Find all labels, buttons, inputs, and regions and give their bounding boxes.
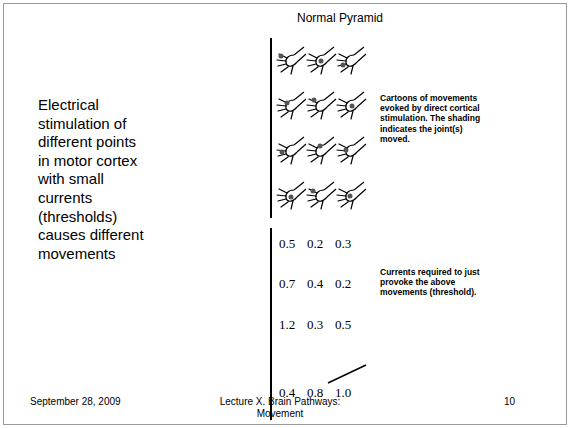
threshold-value: 0.3 (335, 236, 351, 251)
threshold-value: 0.2 (335, 276, 351, 291)
boundary-line (328, 365, 366, 383)
footer-date: September 28, 2009 (30, 396, 121, 408)
slide-frame (4, 4, 567, 425)
threshold-value: 0.2 (307, 236, 323, 251)
axis-line (270, 228, 272, 420)
hand-cartoons (277, 47, 366, 209)
threshold-value: 0.4 (307, 276, 323, 291)
slide-heading: Normal Pyramid (270, 11, 410, 26)
page-number: 10 (504, 396, 515, 408)
body-text: Electrical stimulation of different poin… (38, 96, 148, 263)
figure-caption: Currents required to just provoke the ab… (380, 267, 488, 298)
threshold-value: 0.7 (279, 276, 295, 291)
axis-line (270, 38, 272, 218)
threshold-value: 0.5 (279, 236, 295, 251)
threshold-value: 1.2 (279, 317, 295, 332)
threshold-value: 0.5 (335, 317, 351, 332)
footer-title: Lecture X. Brain Pathways: Movement (205, 396, 355, 420)
threshold-value: 0.3 (307, 317, 323, 332)
figure-caption: Cartoons of movements evoked by direct c… (380, 93, 488, 144)
